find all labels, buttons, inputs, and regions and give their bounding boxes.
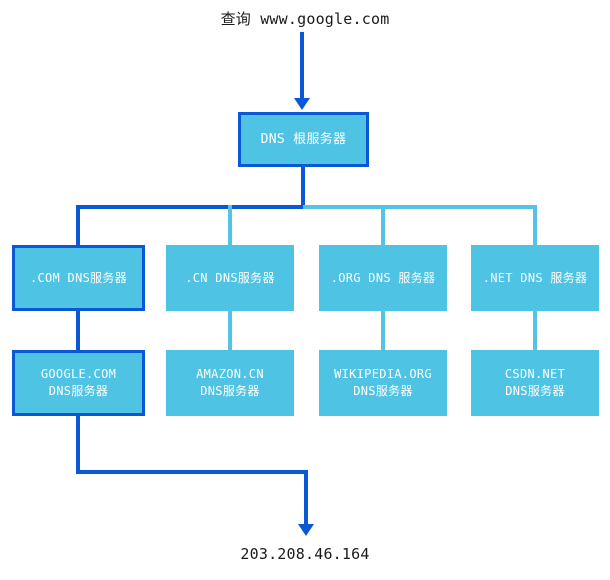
query-label: 查询 www.google.com [220,10,390,28]
connector-answer-down [76,414,80,474]
node-auth-amazon-line2: DNS服务器 [200,384,260,398]
connector-org-to-wikipedia [381,309,385,352]
node-auth-amazon-text: AMAZON.CN DNS服务器 [196,366,264,400]
node-auth-csdn-text: CSDN.NET DNS服务器 [505,366,565,400]
node-tld-cn[interactable]: .CN DNS服务器 [166,245,294,311]
resolved-ip-label: 203.208.46.164 [240,545,370,563]
node-auth-wikipedia-text: WIKIPEDIA.ORG DNS服务器 [334,366,432,400]
connector-answer-to-result [304,470,308,526]
node-dns-root-label: DNS 根服务器 [260,132,347,147]
query-arrow-line [300,32,304,100]
answer-arrow-head [298,524,314,536]
node-tld-org-label: .ORG DNS 服务器 [330,270,436,285]
node-auth-google-line2: DNS服务器 [48,384,109,398]
node-auth-google-text: GOOGLE.COM DNS服务器 [41,366,116,400]
node-auth-amazon-line1: AMAZON.CN [196,367,264,381]
node-tld-net-label: .NET DNS 服务器 [482,270,588,285]
node-auth-wikipedia[interactable]: WIKIPEDIA.ORG DNS服务器 [319,350,447,416]
connector-bus-left [76,205,303,209]
connector-bus-to-net [533,205,537,247]
connector-cn-to-amazon [228,309,232,352]
node-tld-cn-label: .CN DNS服务器 [185,270,275,285]
node-tld-org[interactable]: .ORG DNS 服务器 [319,245,447,311]
node-auth-csdn[interactable]: CSDN.NET DNS服务器 [471,350,599,416]
connector-bus-right [303,205,537,209]
node-auth-csdn-line2: DNS服务器 [505,384,565,398]
node-auth-csdn-line1: CSDN.NET [504,367,566,381]
query-arrow-head [294,98,310,110]
node-auth-wikipedia-line1: WIKIPEDIA.ORG [334,367,432,381]
node-tld-com-label: .COM DNS服务器 [29,270,128,285]
connector-com-to-google [76,309,80,352]
connector-root-to-bus [301,167,305,209]
node-auth-wikipedia-line2: DNS服务器 [353,384,413,398]
node-auth-google[interactable]: GOOGLE.COM DNS服务器 [12,350,145,416]
connector-answer-across [76,470,308,474]
node-tld-net[interactable]: .NET DNS 服务器 [471,245,599,311]
connector-bus-to-cn [228,205,232,247]
connector-bus-to-org [381,205,385,247]
connector-net-to-csdn [533,309,537,352]
node-dns-root[interactable]: DNS 根服务器 [238,112,369,167]
node-auth-google-line1: GOOGLE.COM [40,367,117,381]
node-tld-com[interactable]: .COM DNS服务器 [12,245,145,311]
node-auth-amazon[interactable]: AMAZON.CN DNS服务器 [166,350,294,416]
connector-bus-to-com [76,205,80,247]
